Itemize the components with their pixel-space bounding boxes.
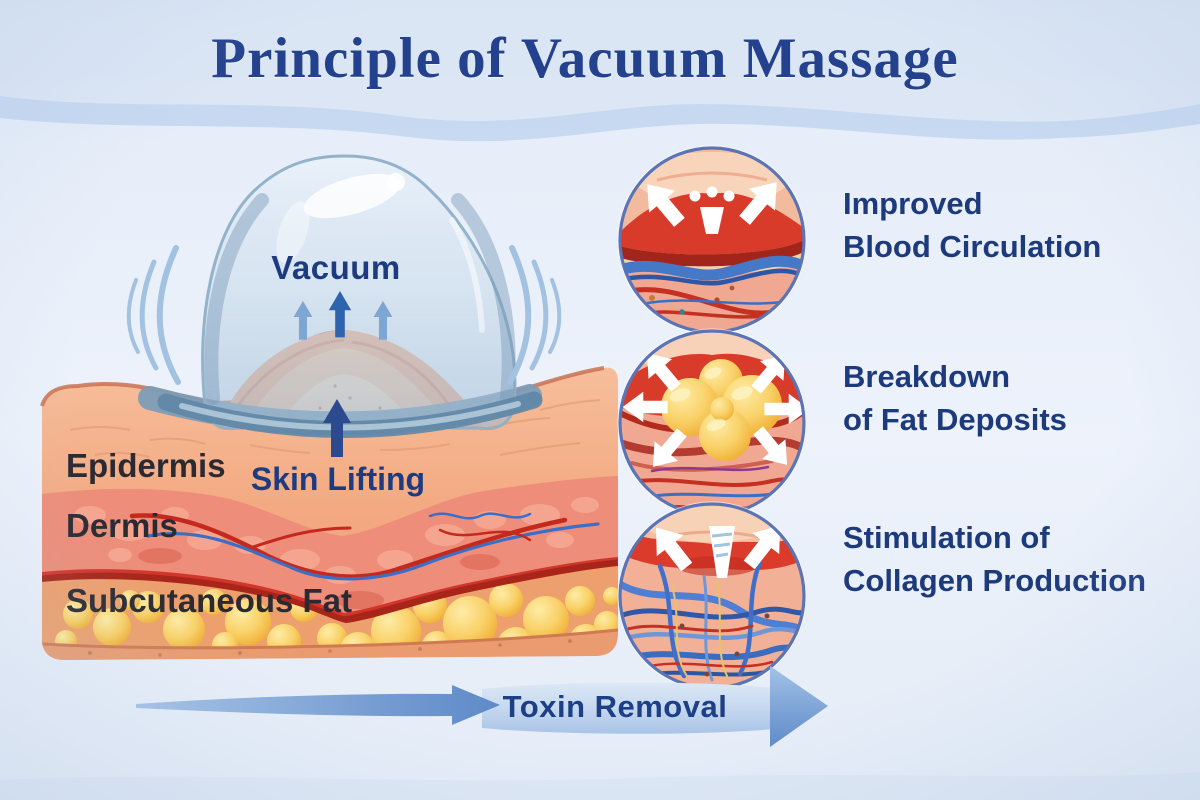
benefit-line: Improved (843, 186, 983, 221)
benefit-label-fat-breakdown: Breakdown of Fat Deposits (843, 355, 1067, 441)
dermis-base-line (42, 559, 618, 626)
benefit-line: Breakdown (843, 359, 1011, 394)
vacuum-cup (126, 154, 562, 438)
fat-cells (661, 359, 782, 461)
layer-label-dermis: Dermis (66, 507, 178, 544)
benefit-line: Stimulation of (843, 520, 1050, 555)
toxin-removal-label: Toxin Removal (502, 689, 728, 724)
page-title: Principle of Vacuum Massage (211, 27, 959, 90)
blood-vessels (129, 512, 600, 581)
vibration-lines-icon (126, 245, 562, 385)
skin-lifting-label: Skin Lifting (250, 461, 426, 497)
circulation-arrows-icon (634, 171, 790, 234)
layer-label-subcutaneous-fat: Subcutaneous Fat (66, 582, 353, 619)
vacuum-label: Vacuum (271, 249, 401, 286)
subcutaneous-fat-layer (42, 566, 618, 648)
benefit-line: Collagen Production (843, 563, 1147, 598)
collagen-stimulation-illustration (617, 501, 807, 691)
benefit-label-collagen-production: Stimulation of Collagen Production (843, 516, 1146, 602)
stimulation-arrows-icon (642, 515, 794, 578)
blood-circulation-illustration (617, 145, 807, 335)
benefit-label-blood-circulation: Improved Blood Circulation (843, 182, 1101, 268)
toxin-removal-arrow (136, 666, 828, 747)
benefit-line: of Fat Deposits (843, 402, 1067, 437)
skin-base-band (42, 628, 618, 660)
fat-breakdown-illustration (617, 328, 807, 518)
cup-highlights (276, 173, 485, 333)
benefit-line: Blood Circulation (843, 229, 1102, 264)
cup-glass-dome (201, 154, 517, 431)
layer-label-epidermis: Epidermis (66, 447, 226, 484)
